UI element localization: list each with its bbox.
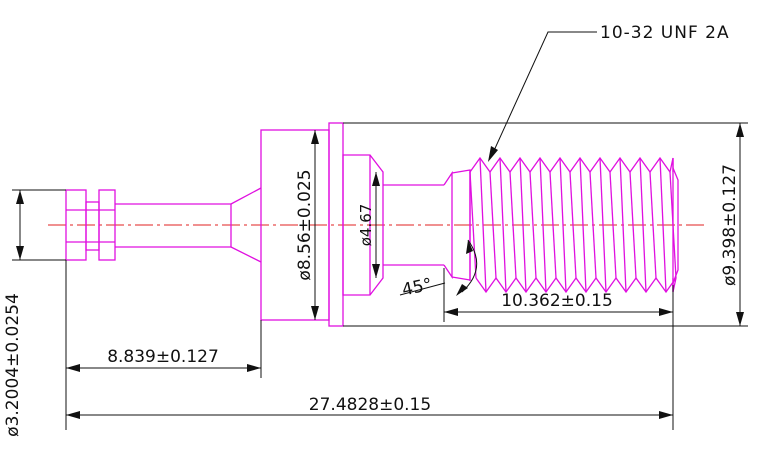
pilot-collar-3 [98, 189, 116, 261]
dia-pilot-label: ø3.2004±0.0254 [3, 293, 23, 437]
thread-root-line [629, 171, 637, 279]
dim-chamfer-angle: 45° [399, 239, 478, 301]
dia-flange-label: ø8.56±0.025 [295, 169, 315, 280]
thread-flank-line [479, 157, 487, 293]
chamfer-angle-label: 45° [400, 275, 434, 301]
thread-flank-line [619, 157, 627, 293]
dim-thread-length: 10.362±0.15 [443, 268, 673, 322]
thread-flank-line [599, 157, 607, 293]
thread-flank-line [539, 157, 547, 293]
dim-flange-dia: ø8.56±0.025 [295, 130, 319, 320]
dim-pilot-dia: ø3.2004±0.0254 [3, 189, 66, 437]
dim-neck-dia: ø4.67 [357, 172, 380, 278]
dim-pilot-to-flange: 8.839±0.127 [66, 320, 262, 378]
thread-root-line [589, 171, 597, 279]
thread-flank-line [519, 157, 527, 293]
thread-root-line [549, 171, 557, 279]
thread-flank-line [559, 157, 567, 293]
thread-flank-line [499, 157, 507, 293]
pilot-collar-2 [85, 201, 100, 251]
dia-neck-label: ø4.67 [357, 204, 375, 247]
thread-callout: 10-32 UNF 2A [488, 23, 730, 162]
thread-flank-line [659, 157, 667, 293]
thread-root-line [509, 171, 517, 279]
thread-section [451, 156, 679, 294]
len-thread-label: 10.362±0.15 [501, 291, 613, 311]
len-pilot-to-flange-label: 8.839±0.127 [107, 347, 219, 367]
part-outline [65, 122, 679, 327]
thread-root-line [669, 171, 677, 279]
dim-thread-major-dia: ø9.398±0.127 [343, 122, 748, 327]
thread-root-line [649, 171, 657, 279]
thread-root-line [569, 171, 577, 279]
thread-root-line [469, 171, 477, 279]
thread-callout-label: 10-32 UNF 2A [600, 23, 730, 43]
dia-thread-major-label: ø9.398±0.127 [720, 164, 740, 286]
len-overall-label: 27.4828±0.15 [309, 395, 431, 415]
thread-flank-line [639, 157, 647, 293]
thread-root-line [609, 171, 617, 279]
thread-root-line [489, 171, 497, 279]
thread-flank-line [579, 157, 587, 293]
dim-overall-length: 27.4828±0.15 [65, 260, 674, 430]
thread-root-line [529, 171, 537, 279]
